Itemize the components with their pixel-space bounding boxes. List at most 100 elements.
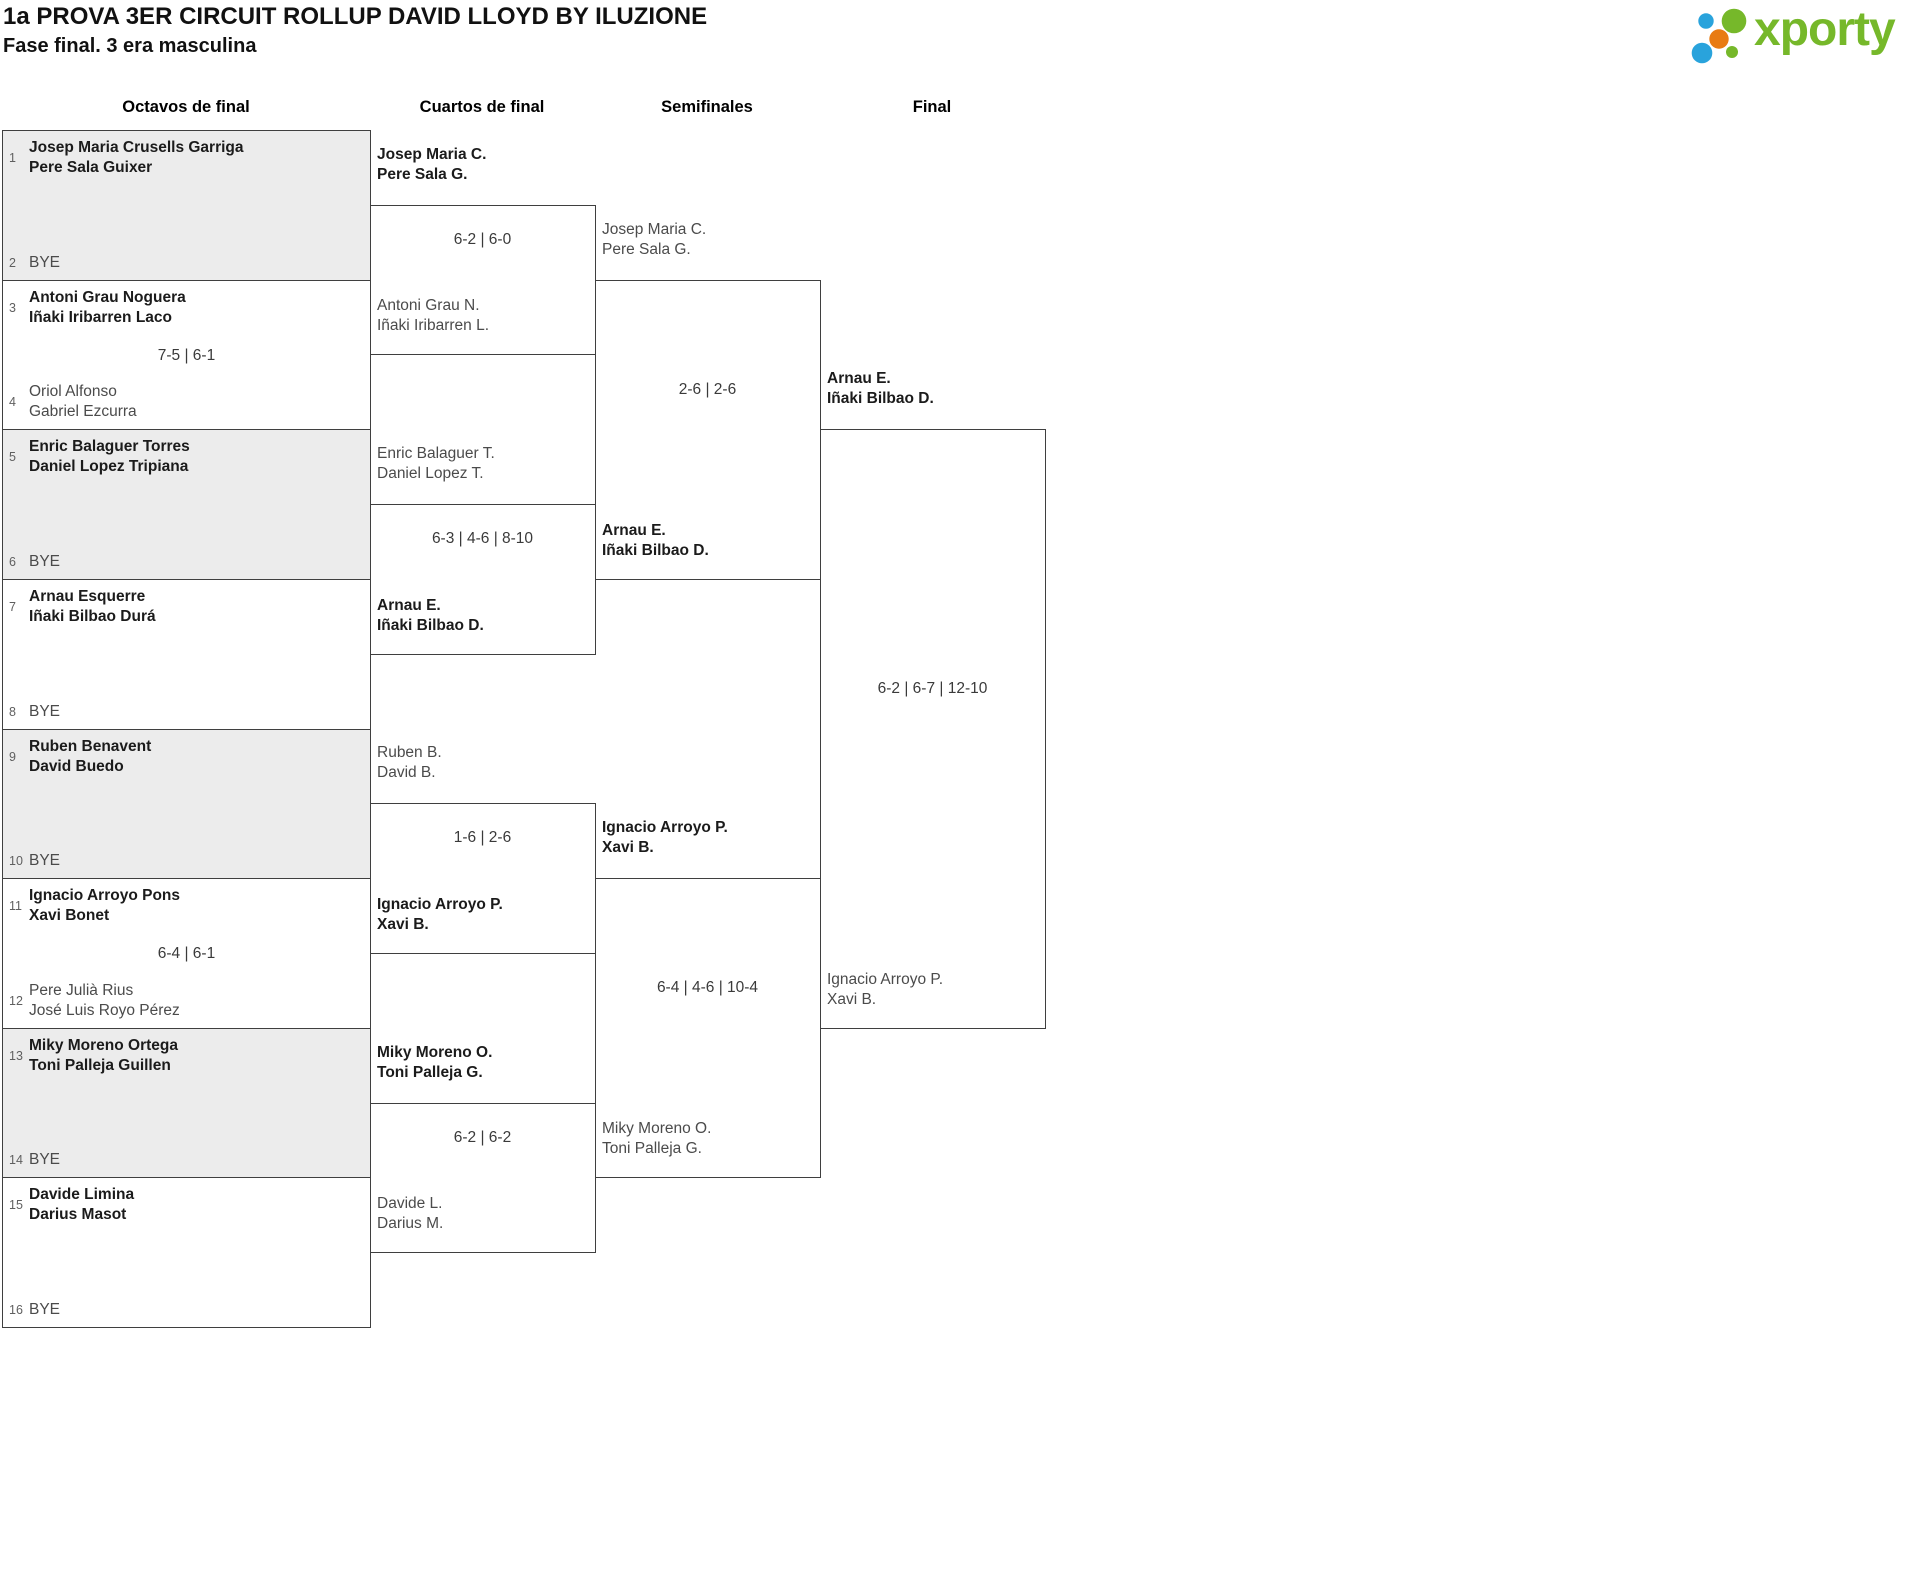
team-name-line: José Luis Royo Pérez [29, 1002, 180, 1019]
seed-number: 3 [9, 301, 16, 315]
seed-number: 12 [9, 994, 23, 1008]
team-name-line: Pere Julià Rius [29, 982, 134, 999]
advancing-team-label: Arnau E. Iñaki Bilbao D. [602, 521, 815, 561]
team-name-line: Iñaki Iribarren Laco [29, 309, 172, 326]
team-name: BYE [29, 1150, 364, 1170]
team-name: Davide L.Darius M. [377, 1194, 590, 1234]
match-score: 6-2 | 6-2 [453, 1129, 512, 1146]
team-name: Josep Maria C.Pere Sala G. [602, 220, 815, 260]
team-name-line: Toni Palleja Guillen [29, 1057, 171, 1074]
advancing-team-label: Arnau E.Iñaki Bilbao D. [827, 369, 1040, 409]
seed-number: 16 [9, 1303, 23, 1317]
team-name: Antoni Grau N. Iñaki Iribarren L. [377, 296, 590, 336]
match-score: 6-2 | 6-7 | 12-10 [877, 680, 988, 697]
team-name: Josep Maria C.Pere Sala G. [377, 145, 590, 185]
seed-number: 10 [9, 854, 23, 868]
team-name-line: Josep Maria C. [377, 146, 487, 163]
xporty-logo-mark [1691, 8, 1747, 64]
team-name: BYE [29, 552, 364, 572]
team-name-line: Ignacio Arroyo P. [377, 896, 503, 913]
match-score: 2-6 | 2-6 [678, 381, 737, 398]
team-name-line: Ruben B. [377, 744, 442, 761]
seed-number: 8 [9, 705, 16, 719]
team-name: Miky Moreno O.Toni Palleja G. [602, 1119, 815, 1159]
team-name-line: BYE [29, 254, 61, 271]
team-slot: 16 BYE [9, 1300, 364, 1320]
team-name-line: Arnau E. [602, 522, 666, 539]
match-score: 6-2 | 6-0 [453, 231, 512, 248]
team-name-line: Antoni Grau N. [377, 297, 480, 314]
team-name-line: David Buedo [29, 758, 124, 775]
team-name: BYE [29, 702, 364, 722]
advancing-team-label: Davide L.Darius M. [377, 1194, 590, 1234]
team-name-line: Pere Sala Guixer [29, 159, 153, 176]
round-header-octavos: Octavos de final [122, 98, 250, 116]
team-name-line: Davide Limina [29, 1186, 135, 1203]
team-name: Enric Balaguer T. Daniel Lopez T. [377, 444, 590, 484]
team-name-line: Enric Balaguer Torres [29, 438, 190, 455]
team-name-line: BYE [29, 852, 61, 869]
team-name-line: Daniel Lopez T. [377, 465, 484, 482]
advancing-team-label: Ignacio Arroyo P.Xavi B. [377, 895, 590, 935]
team-name-line: Toni Palleja G. [377, 1064, 483, 1081]
seed-number: 7 [9, 600, 16, 614]
round-header-semifinales: Semifinales [661, 98, 753, 116]
team-name: BYE [29, 1300, 364, 1320]
team-name-line: David B. [377, 764, 436, 781]
advancing-team-label: Ignacio Arroyo P. Xavi B. [602, 818, 815, 858]
team-name: Arnau E. Iñaki Bilbao D. [602, 521, 815, 561]
page-subtitle: Fase final. 3 era masculina [3, 35, 257, 57]
seed-number: 1 [9, 151, 16, 165]
team-name: BYE [29, 253, 364, 273]
team-name-line: Iñaki Bilbao D. [602, 542, 709, 559]
team-name-line: Xavi B. [602, 839, 654, 856]
final-match-box [820, 429, 1046, 1029]
team-name-line: Enric Balaguer T. [377, 445, 495, 462]
team-name: Arnau E.Iñaki Bilbao D. [827, 369, 1040, 409]
advancing-team-label: Enric Balaguer T. Daniel Lopez T. [377, 444, 590, 484]
team-name-line: Toni Palleja G. [602, 1140, 702, 1157]
advancing-team-label: Josep Maria C.Pere Sala G. [377, 145, 590, 185]
qf-match-box [370, 1103, 596, 1253]
team-name: Ignacio Arroyo P.Xavi B. [827, 970, 1040, 1010]
advancing-team-label: Ruben B. David B. [377, 743, 590, 783]
team-name-line: Arnau E. [827, 370, 891, 387]
team-name-line: Iñaki Iribarren L. [377, 317, 489, 334]
advancing-team-label: Arnau E.Iñaki Bilbao D. [377, 596, 590, 636]
advancing-team-label: Josep Maria C.Pere Sala G. [602, 220, 815, 260]
team-name-line: Ignacio Arroyo P. [602, 819, 728, 836]
team-slot: 8 BYE [9, 702, 364, 722]
team-name-line: Daniel Lopez Tripiana [29, 458, 189, 475]
match-score: 6-4 | 4-6 | 10-4 [656, 979, 759, 996]
seed-number: 5 [9, 450, 16, 464]
team-name-line: Josep Maria C. [602, 221, 707, 238]
team-name: Ignacio Arroyo P. Xavi B. [602, 818, 815, 858]
team-name-line: Miky Moreno Ortega [29, 1037, 178, 1054]
team-name: BYE [29, 851, 364, 871]
seed-number: 9 [9, 750, 16, 764]
advancing-team-label: Miky Moreno O.Toni Palleja G. [602, 1119, 815, 1159]
team-name-line: Xavi Bonet [29, 907, 110, 924]
xporty-logo[interactable]: xporty [1650, 0, 1918, 78]
xporty-logo-text: xporty [1754, 3, 1896, 56]
match-score: 6-4 | 6-1 [157, 945, 216, 962]
team-name-line: Arnau Esquerre [29, 588, 146, 605]
team-name-line: Darius Masot [29, 1206, 127, 1223]
match-score: 7-5 | 6-1 [157, 347, 216, 364]
